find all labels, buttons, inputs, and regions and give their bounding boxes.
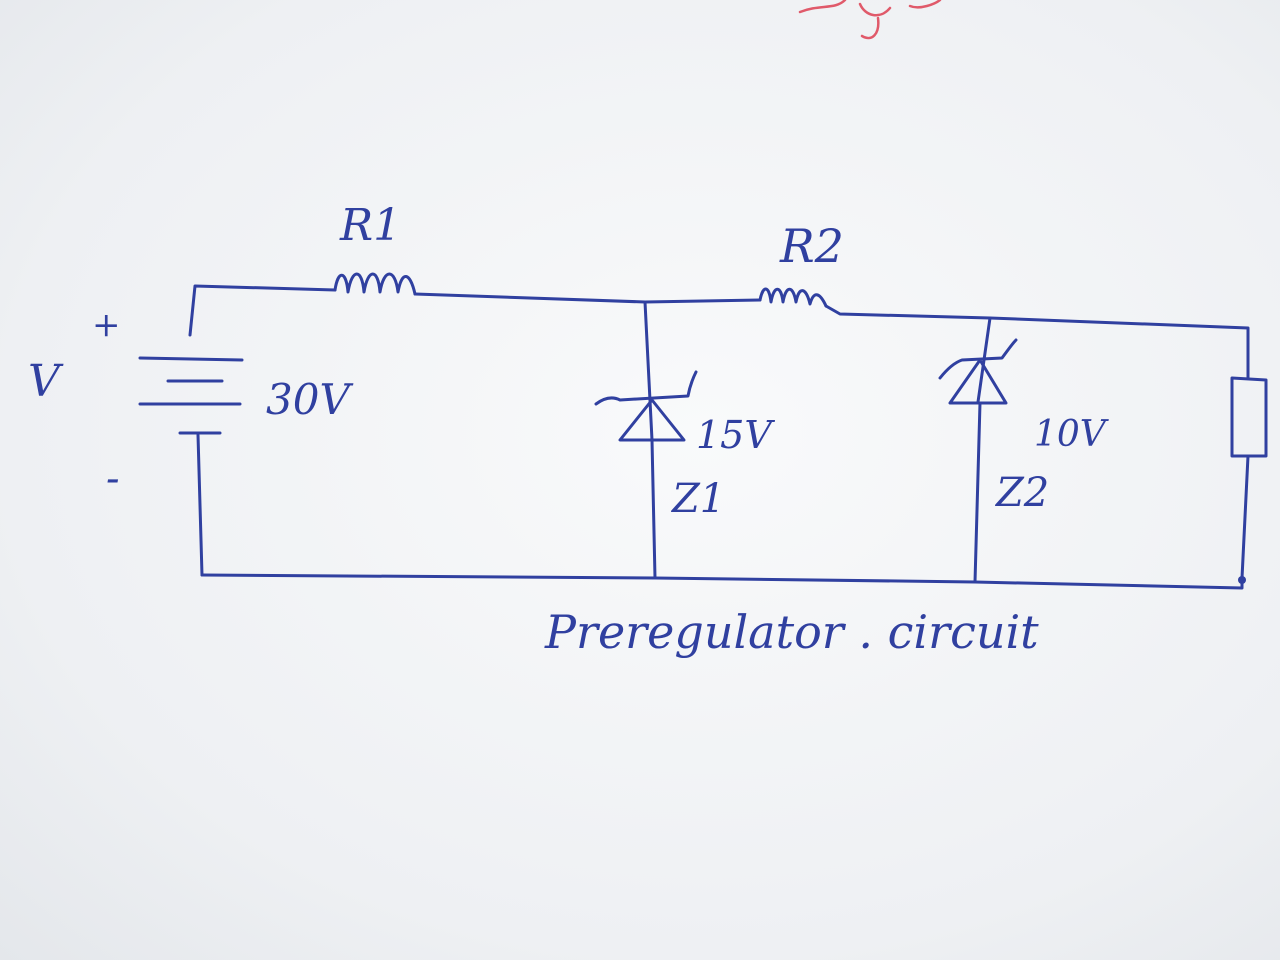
wire-top-middle [413, 292, 762, 304]
wire-z2-bottom [973, 401, 982, 584]
battery-long-plate-1 [138, 356, 244, 362]
z2-voltage-label: 10V [1034, 414, 1110, 455]
resistor-r2 [758, 287, 828, 308]
r1-label: R1 [339, 200, 401, 251]
wire-top-left [188, 284, 337, 337]
wire-z1-bottom [650, 438, 657, 580]
wire-bottom [200, 573, 1244, 590]
wire-battery-negative [196, 433, 204, 577]
zener-z1-symbol [594, 370, 698, 442]
r2-label: R2 [779, 219, 844, 273]
wire-z1-top [643, 300, 654, 442]
source-symbol-label: V [28, 356, 64, 407]
load-resistor [1230, 376, 1268, 458]
wire-top-right [824, 304, 1250, 380]
source-voltage-label: 30V [266, 375, 353, 424]
load-terminal-dot [1238, 576, 1246, 584]
plus-sign-label: + [92, 305, 121, 345]
resistor-r1 [333, 272, 417, 296]
minus-sign-label: - [106, 456, 120, 502]
z1-voltage-label: 15V [696, 413, 775, 457]
z1-label: Z1 [670, 476, 725, 522]
z2-label: Z2 [994, 470, 1049, 516]
zener-z2-symbol [938, 338, 1018, 405]
red-scribble [798, 0, 942, 40]
diagram-caption: Preregulator . circuit [544, 605, 1039, 659]
wire-load-bottom [1240, 454, 1250, 580]
